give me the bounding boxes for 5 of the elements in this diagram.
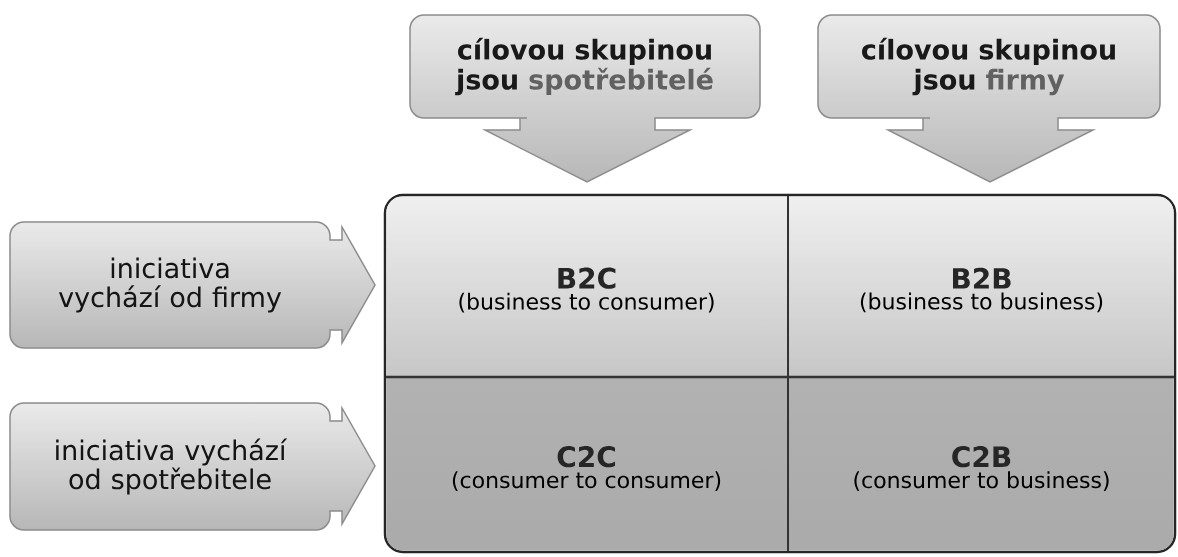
matrix-cell: B2C (business to consumer) bbox=[459, 267, 714, 313]
matrix-cell: C2B (consumer to business) bbox=[854, 446, 1109, 491]
matrix-cell: C2C (consumer to consumer) bbox=[452, 446, 721, 491]
matrix-frame bbox=[383, 193, 1177, 554]
matrix-cell: B2B (business to business) bbox=[860, 267, 1103, 313]
